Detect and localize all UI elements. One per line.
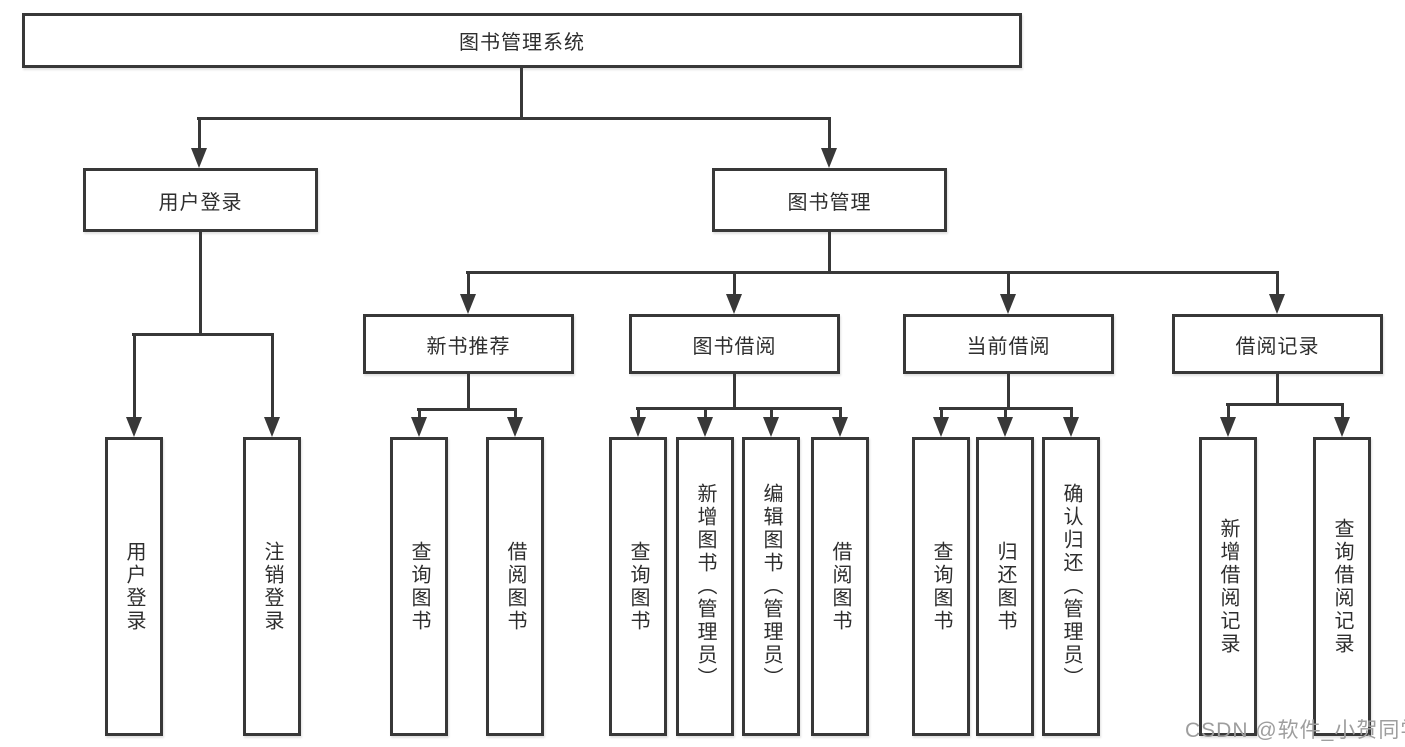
arrowhead-down-icon (821, 148, 837, 168)
connector-line (1227, 403, 1230, 419)
node-book-borrow-label: 图书借阅 (692, 335, 777, 358)
connector-line (839, 407, 842, 419)
connector-line (417, 408, 517, 411)
connector-line (271, 333, 274, 419)
connector-line (418, 408, 421, 419)
arrowhead-down-icon (630, 417, 646, 437)
connector-line (1276, 374, 1279, 403)
leaf-rec-borrow-books: 借阅图书 (486, 437, 544, 736)
leaf-bb-edit-books-admin-label: 编辑图书（管理员） (760, 483, 782, 690)
leaf-bb-query-books: 查询图书 (609, 437, 667, 736)
connector-line (467, 271, 470, 296)
connector-line (1007, 374, 1010, 407)
arrowhead-down-icon (697, 417, 713, 437)
leaf-br-query-record: 查询借阅记录 (1313, 437, 1371, 736)
leaf-br-query-record-label: 查询借阅记录 (1331, 517, 1353, 656)
connector-line (1341, 403, 1344, 419)
leaf-br-add-record-label: 新增借阅记录 (1217, 517, 1239, 656)
leaf-cb-query-books-label: 查询图书 (930, 540, 952, 633)
arrowhead-down-icon (763, 417, 779, 437)
node-user-login: 用户登录 (83, 168, 318, 232)
csdn-watermark: CSDN @软件_小贺同学 (1185, 719, 1405, 742)
connector-line (828, 117, 831, 150)
leaf-bb-borrow-books: 借阅图书 (811, 437, 869, 736)
connector-line (733, 271, 736, 296)
connector-line (636, 407, 841, 410)
leaf-br-add-record: 新增借阅记录 (1199, 437, 1257, 736)
leaf-cb-query-books: 查询图书 (912, 437, 970, 736)
node-current-borrow-label: 当前借阅 (966, 335, 1051, 358)
node-borrow-records-label: 借阅记录 (1235, 335, 1320, 358)
connector-line (1004, 407, 1007, 419)
connector-line (770, 407, 773, 419)
leaf-cb-confirm-return-admin: 确认归还（管理员） (1042, 437, 1100, 736)
leaf-rec-query-books: 查询图书 (390, 437, 448, 736)
arrowhead-down-icon (264, 417, 280, 437)
connector-line (704, 407, 707, 419)
arrowhead-down-icon (1269, 294, 1285, 314)
connector-line (637, 407, 640, 419)
node-root-library-system: 图书管理系统 (22, 13, 1022, 68)
leaf-bb-borrow-books-label: 借阅图书 (829, 540, 851, 633)
leaf-rec-query-books-label: 查询图书 (408, 540, 430, 633)
leaf-bb-add-books-admin-label: 新增图书（管理员） (694, 483, 716, 690)
leaf-user-login: 用户登录 (105, 437, 163, 736)
connector-line (1070, 407, 1073, 419)
leaf-bb-query-books-label: 查询图书 (627, 540, 649, 633)
connector-line (467, 374, 470, 408)
arrowhead-down-icon (126, 417, 142, 437)
leaf-cb-confirm-return-admin-label: 确认归还（管理员） (1060, 483, 1082, 690)
arrowhead-down-icon (191, 148, 207, 168)
leaf-cb-return-books-label: 归还图书 (994, 540, 1016, 633)
arrowhead-down-icon (997, 417, 1013, 437)
connector-line (199, 232, 202, 333)
connector-line (1007, 271, 1010, 296)
node-new-book-recommend-label: 新书推荐 (426, 335, 511, 358)
node-borrow-records: 借阅记录 (1172, 314, 1383, 374)
arrowhead-down-icon (1063, 417, 1079, 437)
connector-line (1276, 271, 1279, 296)
node-user-login-label: 用户登录 (158, 191, 243, 214)
node-book-management-label: 图书管理 (787, 191, 872, 214)
arrowhead-down-icon (832, 417, 848, 437)
node-book-borrow: 图书借阅 (629, 314, 840, 374)
arrowhead-down-icon (507, 417, 523, 437)
connector-line (520, 68, 523, 117)
connector-line (133, 333, 136, 419)
connector-line (828, 232, 831, 271)
node-new-book-recommend: 新书推荐 (363, 314, 574, 374)
connector-line (132, 333, 274, 336)
connector-line (466, 271, 1279, 274)
connector-line (940, 407, 943, 419)
connector-line (1226, 403, 1343, 406)
leaf-bb-add-books-admin: 新增图书（管理员） (676, 437, 734, 736)
node-root-label: 图书管理系统 (459, 32, 585, 54)
leaf-cb-return-books: 归还图书 (976, 437, 1034, 736)
arrowhead-down-icon (933, 417, 949, 437)
connector-line (733, 374, 736, 407)
arrowhead-down-icon (1000, 294, 1016, 314)
arrowhead-down-icon (1220, 417, 1236, 437)
arrowhead-down-icon (726, 294, 742, 314)
leaf-logout-label: 注销登录 (261, 540, 283, 633)
node-book-management: 图书管理 (712, 168, 947, 232)
connector-line (197, 117, 831, 120)
connector-line (198, 117, 201, 150)
connector-line (514, 408, 517, 419)
node-current-borrow: 当前借阅 (903, 314, 1114, 374)
arrowhead-down-icon (411, 417, 427, 437)
leaf-logout: 注销登录 (243, 437, 301, 736)
arrowhead-down-icon (1334, 417, 1350, 437)
leaf-rec-borrow-books-label: 借阅图书 (504, 540, 526, 633)
leaf-bb-edit-books-admin: 编辑图书（管理员） (742, 437, 800, 736)
arrowhead-down-icon (460, 294, 476, 314)
leaf-user-login-label: 用户登录 (123, 540, 145, 633)
